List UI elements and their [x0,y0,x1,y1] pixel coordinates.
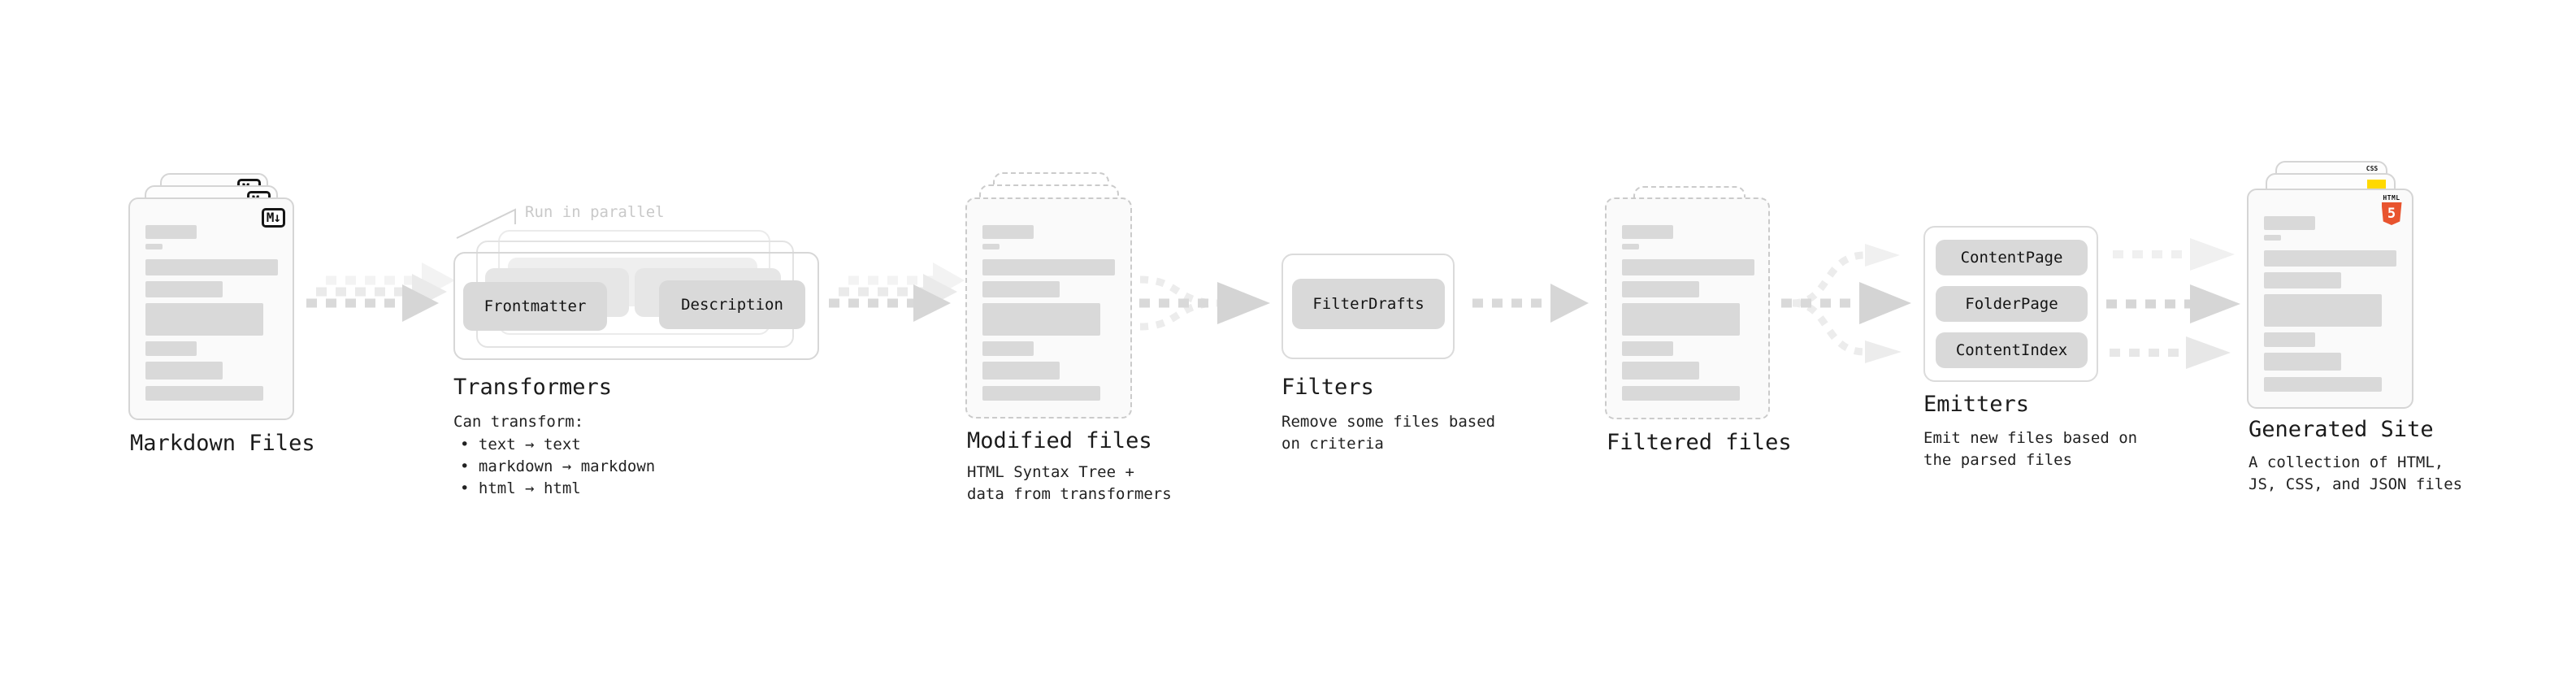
contentindex-button: ContentIndex [1936,332,2088,368]
generated-site-desc-line2: JS, CSS, and JSON files [2249,475,2463,493]
placeholder-text-bar [1622,303,1740,336]
transformers-bullet-2: • markdown → markdown [460,458,656,475]
transformers-bullet-3: • html → html [460,479,581,497]
description-button: Description [659,280,805,329]
filtered-file-card-front [1605,197,1770,419]
placeholder-text-bar [1622,259,1754,275]
arrow-filtered-to-emitters [1781,244,1911,363]
modified-files-desc-line1: HTML Syntax Tree + [967,463,1134,481]
js-file-icon [2367,180,2386,189]
placeholder-text-bar [145,281,223,297]
modified-files-label: Modified files [967,428,1152,453]
placeholder-text-bar [982,281,1060,297]
placeholder-text-bar [982,303,1100,336]
filters-desc-line1: Remove some files based [1281,413,1496,431]
markdown-icon: M↓ [261,208,285,228]
placeholder-text-bar [2264,353,2341,371]
placeholder-text-bar [982,244,1000,249]
placeholder-text-bar [145,341,197,356]
placeholder-text-bar [1622,225,1673,239]
arrow-transformers-to-modified [829,262,965,322]
transformers-bullet-1: • text → text [460,436,581,453]
generated-site-desc-line1: A collection of HTML, [2249,453,2444,471]
folderpage-button: FolderPage [1936,286,2088,322]
markdown-file-card-front: M↓ [128,197,294,420]
emitters-desc-line1: Emit new files based on [1923,429,2138,447]
placeholder-text-bar [2264,235,2281,241]
placeholder-text-bar [1622,362,1699,380]
emitters-label: Emitters [1923,392,2030,417]
placeholder-text-bar [982,341,1034,356]
markdown-files-label: Markdown Files [130,431,315,456]
placeholder-text-bar [145,225,197,239]
generated-site-label: Generated Site [2249,417,2434,442]
emitters-box: ContentPage FolderPage ContentIndex [1923,226,2098,382]
emitters-desc-line2: the parsed files [1923,451,2073,469]
placeholder-text-bar [2264,250,2396,267]
placeholder-text-bar [1622,386,1740,401]
arrow-filters-to-filtered [1472,284,1589,323]
modified-files-desc-line2: data from transformers [967,485,1172,503]
arrow-emitters-to-generated [2106,238,2240,369]
placeholder-text-bar [2264,332,2315,347]
placeholder-text-bar [2264,377,2382,392]
placeholder-text-bar [1622,281,1699,297]
filters-label: Filters [1281,375,1374,400]
placeholder-text-bar [145,362,223,380]
html5-icon: HTML 5 [2381,194,2402,225]
filterdrafts-button: FilterDrafts [1292,279,1445,329]
filters-desc-line2: on criteria [1281,435,1384,453]
modified-file-card-front [965,197,1132,419]
transformers-desc-title: Can transform: [453,413,584,431]
transformer-layer-front: Frontmatter Description [453,252,819,360]
placeholder-text-bar [145,244,163,249]
placeholder-text-bar [145,303,263,336]
placeholder-text-bar [2264,272,2341,288]
filters-box: FilterDrafts [1281,254,1455,359]
placeholder-text-bar [2264,294,2382,327]
contentpage-button: ContentPage [1936,240,2088,275]
filtered-files-label: Filtered files [1607,430,1792,455]
placeholder-text-bar [982,225,1034,239]
frontmatter-button: Frontmatter [463,282,607,331]
generated-file-card-front: HTML 5 [2247,189,2413,409]
placeholder-text-bar [1622,341,1673,356]
placeholder-text-bar [982,386,1100,401]
placeholder-text-bar [2264,216,2315,230]
placeholder-text-bar [145,259,278,275]
placeholder-text-bar [982,362,1060,380]
placeholder-text-bar [1622,244,1639,249]
arrow-markdown-to-transformers [306,262,455,322]
placeholder-text-bar [145,386,263,401]
placeholder-text-bar [982,259,1115,275]
run-in-parallel-note: Run in parallel [525,203,665,221]
transformers-label: Transformers [453,375,613,400]
arrow-modified-to-filters [1139,275,1270,331]
